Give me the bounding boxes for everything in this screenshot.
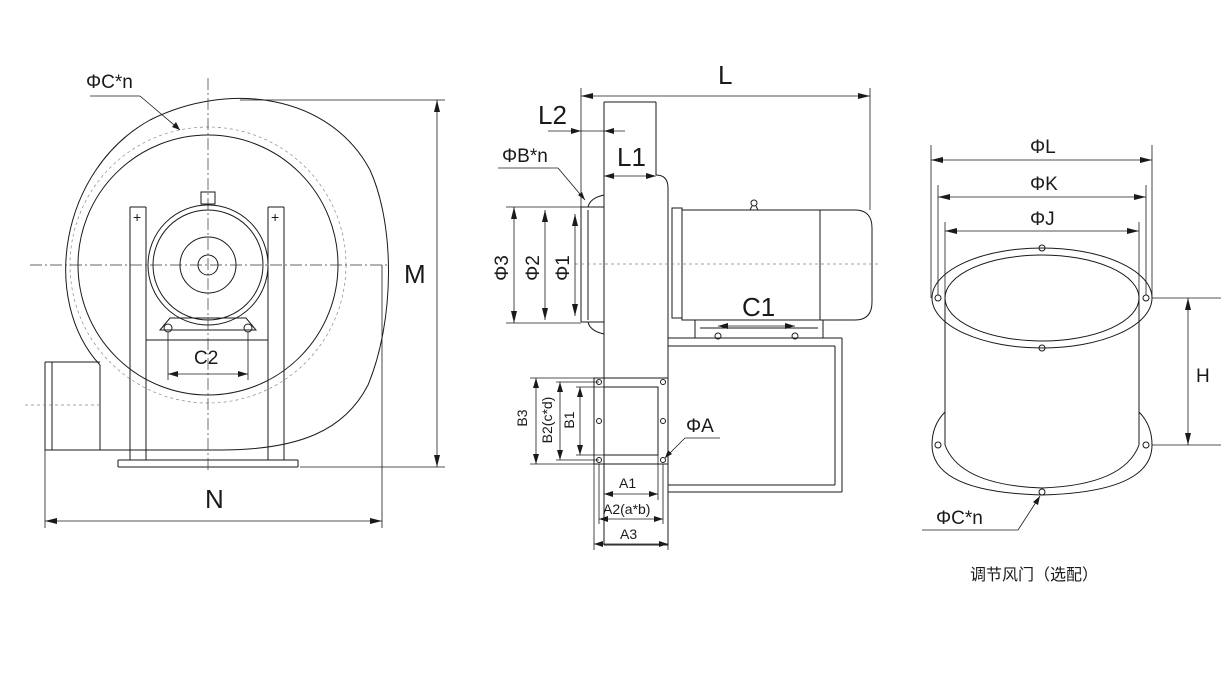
inlet-flange: [580, 194, 605, 335]
label-phi-j: ΦJ: [1030, 209, 1055, 230]
stand-frame: + +: [117, 206, 299, 468]
label-n: N: [205, 484, 224, 514]
label-l: L: [718, 60, 732, 90]
label-a2: A2(a*b): [603, 501, 650, 517]
damper-view: ΦL ΦK ΦJ H: [922, 137, 1221, 584]
label-phi-k: ΦK: [1030, 174, 1058, 195]
front-view: + + ΦC*n M: [25, 72, 445, 528]
top-flange-outer: [931, 247, 1153, 349]
label-b1: B1: [561, 411, 577, 428]
motor-side: [671, 199, 873, 340]
outlet-flange: [593, 377, 669, 465]
label-damper-holes: ΦC*n: [936, 508, 983, 529]
label-b2: B2(c*d): [539, 397, 555, 444]
dimension-phi-j: ΦJ: [944, 209, 1140, 298]
label-hole: ΦA: [686, 416, 714, 437]
label-c2: C2: [194, 348, 218, 369]
label-bolt-circle: ΦC*n: [86, 72, 133, 93]
bottom-flange-outer: [931, 411, 1153, 496]
dimension-c2: C2: [167, 332, 249, 380]
label-d2: Φ2: [523, 255, 544, 281]
label-a3: A3: [620, 526, 637, 542]
label-phi-l: ΦL: [1030, 137, 1056, 158]
label-l2: L2: [538, 100, 567, 130]
label-a1: A1: [619, 475, 636, 491]
dimension-phi-l: ΦL: [930, 137, 1153, 298]
dimension-diameters: Φ3 Φ2 Φ1: [492, 206, 581, 324]
label-h: H: [1196, 366, 1210, 387]
label-c1: C1: [742, 292, 775, 322]
dimension-n: N: [44, 265, 383, 528]
dimension-l1: L1: [604, 142, 656, 179]
dimension-h: H: [1152, 297, 1221, 446]
label-l1: L1: [617, 142, 646, 172]
label-d3: Φ3: [492, 255, 513, 281]
dimension-phi-k: ΦK: [937, 174, 1147, 295]
label-b3: B3: [514, 409, 530, 426]
damper-caption: 调节风门（选配）: [970, 565, 1098, 584]
svg-text:+: +: [271, 209, 279, 225]
outlet-duct: [44, 361, 100, 451]
dimension-c1: C1: [718, 292, 795, 329]
top-flange-inner: [944, 254, 1140, 342]
dimension-m: M: [240, 99, 445, 468]
dimension-l2: L2: [538, 100, 625, 140]
volute-outline: [65, 97, 389, 451]
dimension-a: A1 A2(a*b) A3: [593, 455, 669, 550]
base-frame-side: [668, 337, 843, 493]
label-m: M: [404, 259, 426, 289]
svg-text:+: +: [133, 209, 141, 225]
bottom-flange-inner: [944, 444, 1140, 489]
label-d1: Φ1: [553, 255, 574, 281]
dimension-l: L: [580, 60, 871, 210]
label-flange-holes: ΦB*n: [502, 146, 548, 167]
dimension-b: B3 B2(c*d) B1: [514, 377, 604, 465]
side-view: L L2 L1 ΦB*n: [492, 60, 880, 550]
